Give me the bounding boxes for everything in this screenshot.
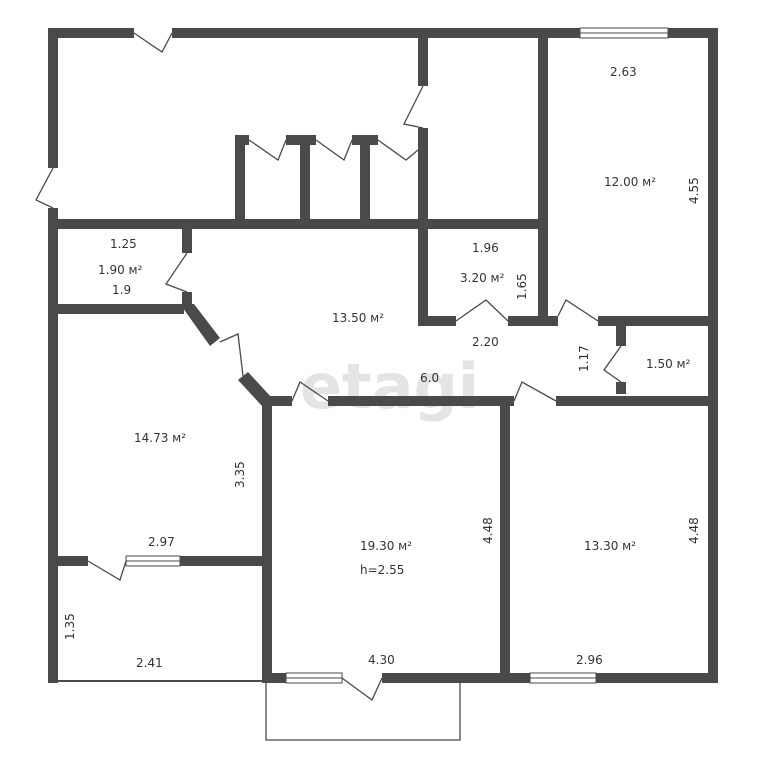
bathroom-depth: 1.65 (515, 273, 529, 300)
room-top-right-depth: 4.55 (687, 177, 701, 204)
room-left-width: 2.97 (148, 535, 175, 549)
hallway-area: 13.50 м² (332, 311, 384, 325)
room-center-depth: 4.48 (481, 517, 495, 544)
room-right-width: 2.96 (576, 653, 603, 667)
watermark-logo: etagi (300, 350, 479, 423)
storage-length: 1.25 (110, 237, 137, 251)
storage-area: 1.90 м² (98, 263, 143, 277)
hallway-length: 6.0 (420, 371, 439, 385)
room-center-height: h=2.55 (360, 563, 404, 577)
room-right-area: 13.30 м² (584, 539, 636, 553)
storage-width: 1.9 (112, 283, 131, 297)
room-left-area: 14.73 м² (134, 431, 186, 445)
hallway-width: 2.20 (472, 335, 499, 349)
windows (125, 27, 669, 684)
walls (48, 28, 718, 683)
room-center-width: 4.30 (368, 653, 395, 667)
balcony-lines (58, 680, 461, 741)
toilet-depth: 1.17 (577, 345, 591, 372)
room-left-depth: 3.35 (233, 461, 247, 488)
room-center-area: 19.30 м² (360, 539, 412, 553)
bathroom-area: 3.20 м² (460, 271, 505, 285)
toilet-area: 1.50 м² (646, 357, 691, 371)
bathroom-length: 1.96 (472, 241, 499, 255)
room-top-right-area: 12.00 м² (604, 175, 656, 189)
room-right-depth: 4.48 (687, 517, 701, 544)
room-top-right-length: 2.63 (610, 65, 637, 79)
doors (35, 32, 622, 701)
balcony-depth: 1.35 (63, 613, 77, 640)
balcony-width: 2.41 (136, 656, 163, 670)
